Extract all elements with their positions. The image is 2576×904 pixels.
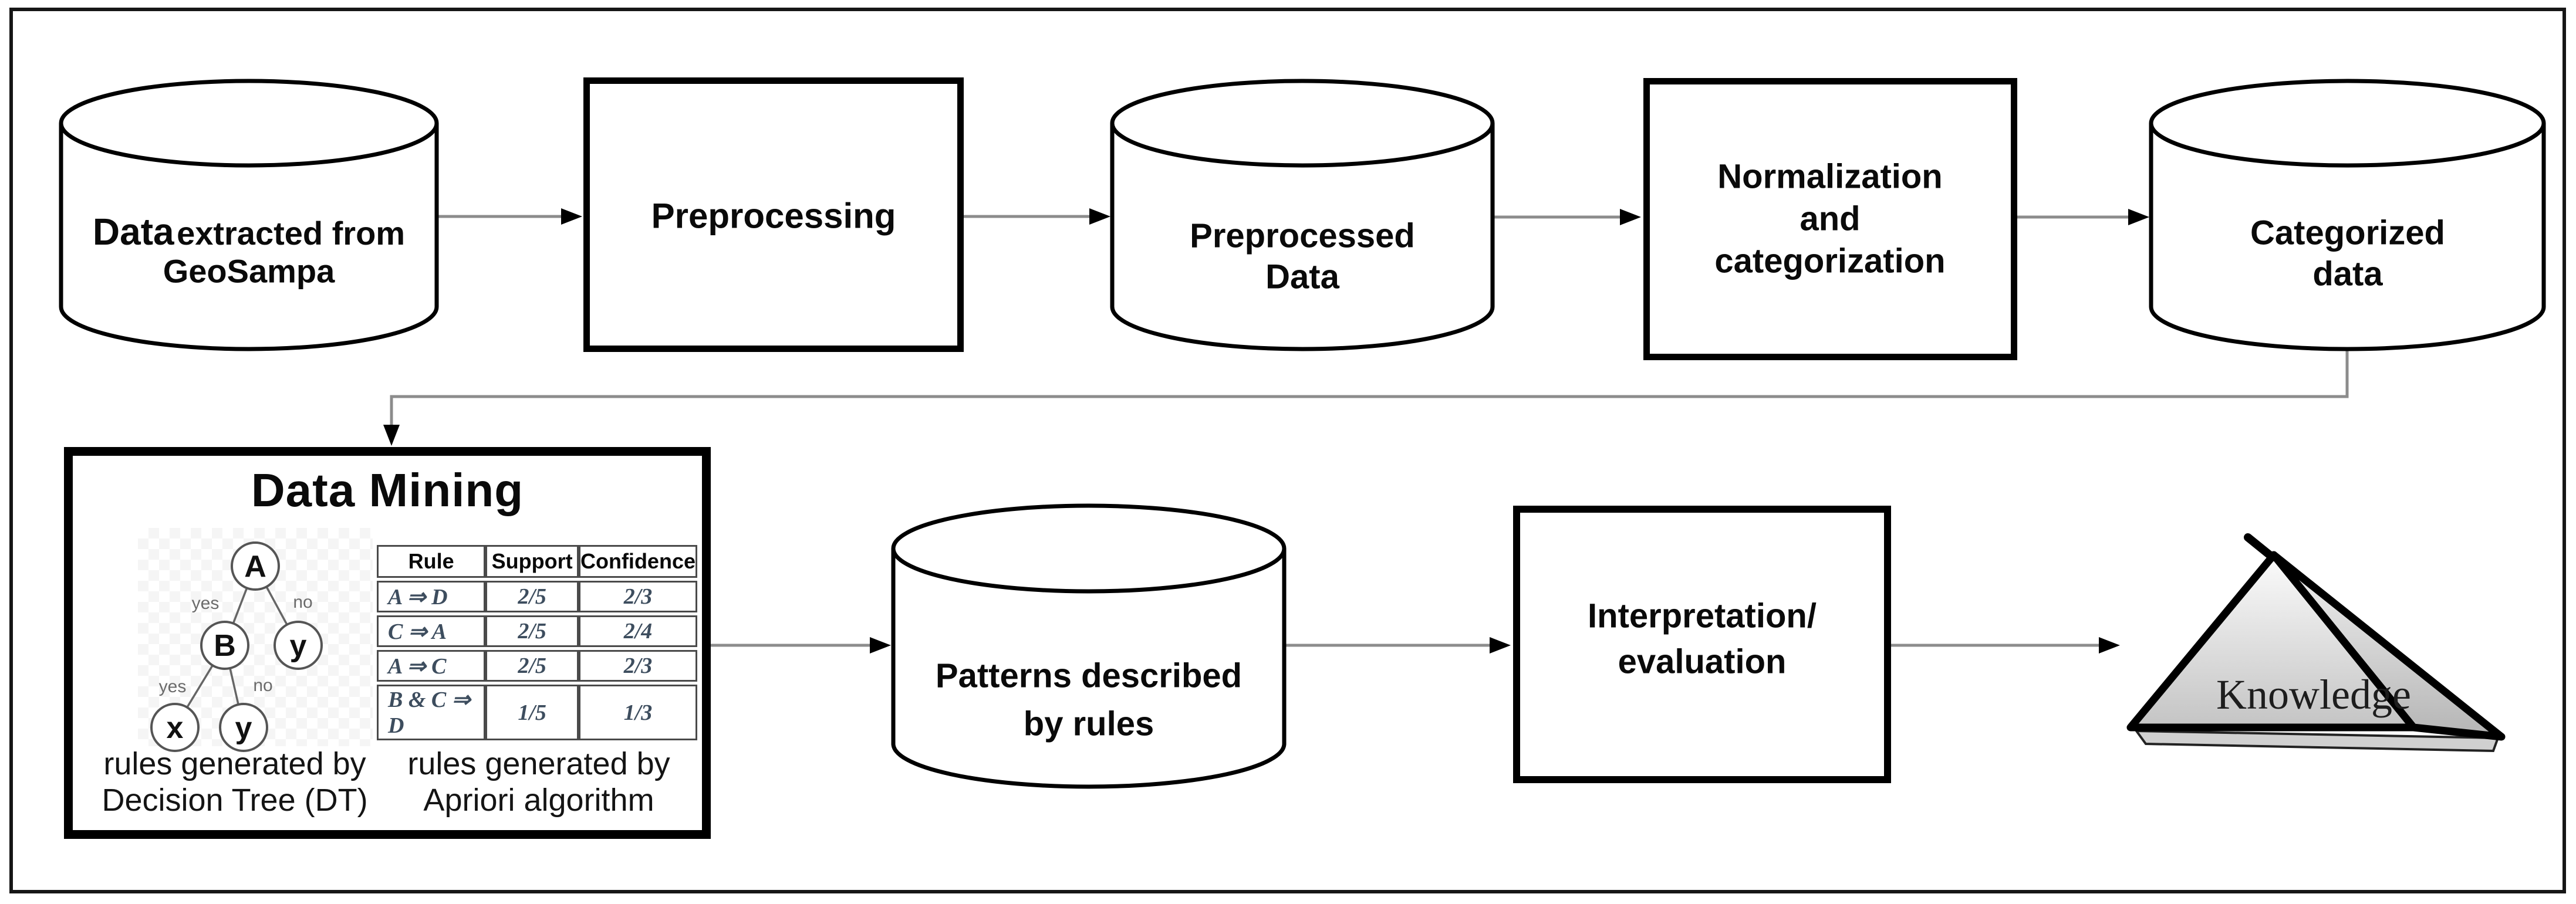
box-normalization-label-line1: Normalization	[1717, 157, 1943, 196]
cylinder-data-extracted-label-line1: Data extracted from	[93, 210, 405, 253]
cylinders	[59, 79, 2546, 789]
confidence-cell: 2/4	[578, 615, 697, 647]
box-data-mining	[64, 447, 711, 839]
box-interpretation-label-line2: evaluation	[1618, 642, 1787, 681]
cylinder-categorized-label-line2: data	[2312, 255, 2383, 293]
arrowhead-4	[2128, 209, 2149, 225]
rule-cell: B & C ⇒ D	[377, 685, 486, 740]
tree-node-x-circle	[150, 703, 200, 752]
box-normalization-label-line3: categorization	[1714, 242, 1946, 280]
box-interpretation-label-line1: Interpretation/	[1588, 597, 1817, 635]
arrowhead-8	[2099, 637, 2120, 654]
confidence-cell: 2/3	[578, 581, 697, 612]
box-interpretation	[1513, 506, 1891, 783]
cylinder-categorized-top	[2149, 79, 2546, 168]
support-cell: 1/5	[485, 685, 579, 740]
cylinder-categorized-body	[2149, 123, 2546, 351]
pyramid-apex-fold	[2244, 533, 2277, 561]
support-cell: 2/5	[485, 650, 579, 682]
edge-label-yes-2: yes	[159, 677, 187, 696]
cylinder-data-extracted-label-line2: GeoSampa	[163, 252, 335, 290]
box-preprocessing-label: Preprocessing	[651, 196, 896, 236]
cylinder-data-extracted-top	[59, 79, 439, 168]
arrowhead-7	[1490, 637, 1511, 654]
edge-label-no-1: no	[293, 592, 312, 612]
caption-apriori-line1: rules generated by	[407, 746, 670, 781]
arrowhead-2	[1089, 208, 1110, 225]
header-rule: Rule	[377, 545, 486, 578]
box-normalization-label-line2: and	[1800, 199, 1861, 238]
decision-tree-nodes	[150, 541, 323, 752]
table-header-row: Rule Support Confidence	[377, 545, 697, 578]
arrowhead-3	[1620, 209, 1641, 225]
pyramid-front-face	[2126, 551, 2418, 732]
decision-tree-node-labels: A B y x y	[167, 550, 307, 745]
cylinder-patterns-body	[891, 549, 1287, 789]
table-row: A ⇒ C 2/5 2/3	[377, 650, 697, 682]
cylinder-patterns-label-line2: by rules	[1023, 705, 1154, 743]
extracted-from-text: extracted from	[177, 215, 406, 252]
table-row: C ⇒ A 2/5 2/4	[377, 615, 697, 647]
cylinder-data-extracted-body	[59, 123, 439, 351]
arrow-categorized-to-datamining	[390, 350, 2349, 425]
cylinder-patterns-label-line1: Patterns described	[935, 656, 1243, 695]
header-confidence: Confidence	[578, 545, 697, 578]
data-word-bold: Data	[92, 211, 174, 253]
rule-cell: C ⇒ A	[377, 615, 486, 647]
cylinder-preprocessed-top	[1110, 79, 1495, 168]
tree-node-y2-label: y	[235, 711, 252, 745]
rule-cell: A ⇒ D	[377, 581, 486, 612]
support-cell: 2/5	[485, 615, 579, 647]
apriori-rules-table: Rule Support Confidence A ⇒ D 2/5 2/3 C …	[377, 542, 697, 743]
data-mining-title: Data Mining	[251, 464, 524, 516]
tree-node-y2-circle	[219, 703, 268, 752]
arrowhead-1	[561, 208, 582, 225]
caption-apriori-line2: Apriori algorithm	[423, 783, 654, 818]
tree-node-a-circle	[231, 541, 280, 591]
cylinder-categorized-label-line1: Categorized	[2250, 214, 2445, 252]
table-row: B & C ⇒ D 1/5 1/3	[377, 685, 697, 740]
header-support: Support	[485, 545, 579, 578]
tree-node-b-circle	[200, 621, 249, 670]
support-cell: 2/5	[485, 581, 579, 612]
confidence-cell: 2/3	[578, 650, 697, 682]
table-row: A ⇒ D 2/5 2/3	[377, 581, 697, 612]
edge-label-yes-1: yes	[192, 594, 220, 613]
tree-node-x-label: x	[167, 711, 184, 745]
caption-dt-line2: Decision Tree (DT)	[102, 783, 368, 818]
rule-cell: A ⇒ C	[377, 650, 486, 682]
confidence-cell: 1/3	[578, 685, 697, 740]
tree-node-y1-circle	[274, 621, 323, 670]
caption-dt-line1: rules generated by	[103, 746, 366, 781]
cylinder-preprocessed-label-line1: Preprocessed	[1190, 216, 1415, 255]
outer-border	[9, 8, 2566, 893]
arrowheads	[383, 208, 2149, 654]
cylinder-preprocessed-label-line2: Data	[1265, 258, 1339, 296]
cylinder-preprocessed-body	[1110, 123, 1495, 351]
edge-label-no-2: no	[253, 676, 272, 695]
pyramid-base-slab	[2134, 729, 2500, 753]
cylinder-patterns-top	[891, 503, 1287, 594]
arrowhead-5-down	[383, 425, 400, 446]
knowledge-pyramid: Knowledge	[2126, 533, 2506, 753]
knowledge-label: Knowledge	[2216, 671, 2411, 718]
decision-tree-edge-labels: yes no yes no	[159, 592, 313, 696]
connector-lines	[390, 215, 2349, 647]
arrowhead-6	[870, 637, 891, 654]
tree-node-b-label: B	[214, 629, 236, 663]
tree-node-y1-label: y	[290, 629, 307, 663]
box-preprocessing	[583, 77, 964, 352]
box-normalization	[1643, 78, 2017, 360]
tree-node-a-label: A	[244, 550, 266, 584]
